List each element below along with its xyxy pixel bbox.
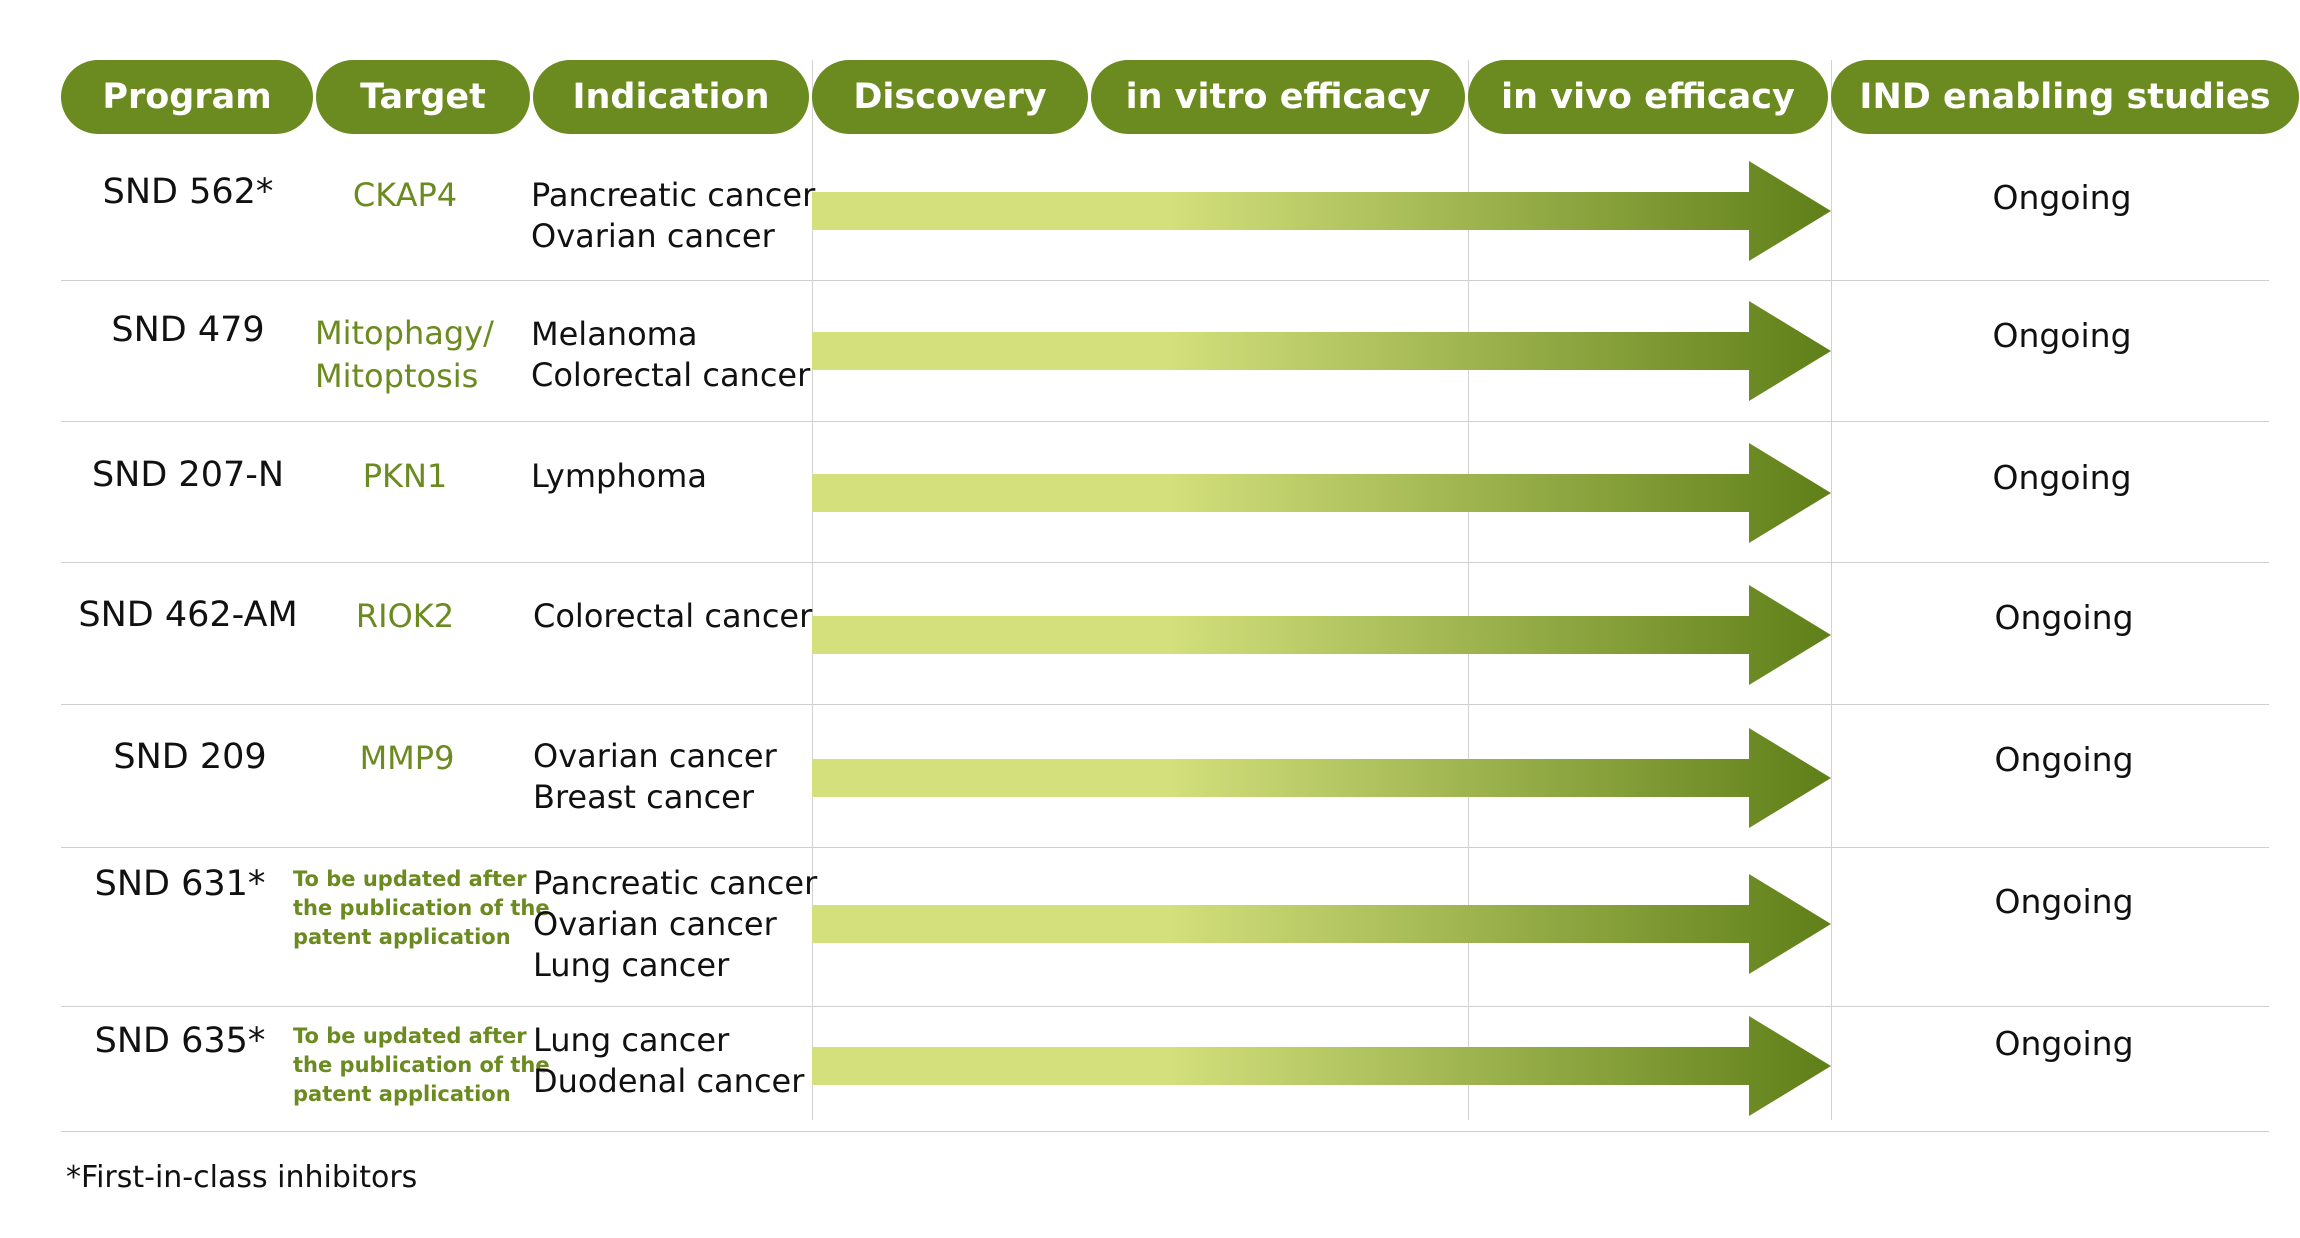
progress-arrow	[812, 874, 1831, 974]
stage-divider-in-vivo	[1468, 60, 1469, 1120]
progress-arrow	[812, 1016, 1831, 1116]
row-divider	[61, 1006, 2269, 1007]
program-name: SND 479	[111, 310, 265, 350]
header-in-vivo: in vivo efficacy	[1468, 60, 1828, 134]
header-ind-enabling: IND enabling studies	[1831, 60, 2299, 134]
target-name: Mitophagy/Mitoptosis	[315, 314, 494, 395]
stage-divider-ind	[1831, 60, 1832, 1120]
progress-arrow	[812, 728, 1831, 828]
header-target: Target	[316, 60, 530, 134]
progress-arrow	[812, 301, 1831, 401]
program-name: SND 207-N	[91, 455, 285, 495]
status-label: Ongoing	[1994, 882, 2134, 921]
header-discovery: Discovery	[812, 60, 1088, 134]
header-program: Program	[61, 60, 313, 134]
progress-arrow	[812, 585, 1831, 685]
status-label: Ongoing	[1992, 178, 2132, 217]
target-name: MMP9	[359, 739, 455, 777]
target-name: RIOK2	[355, 597, 455, 635]
row-divider	[61, 280, 2269, 281]
header-indication: Indication	[533, 60, 809, 134]
indication-list: Lymphoma	[531, 457, 707, 495]
program-name: SND 462-AM	[78, 595, 298, 635]
progress-arrow	[812, 161, 1831, 261]
stage-divider-discovery	[812, 60, 813, 1120]
status-label: Ongoing	[1994, 1024, 2134, 1063]
row-divider	[61, 1131, 2269, 1132]
row-divider	[61, 847, 2269, 848]
footnote: *First-in-class inhibitors	[66, 1160, 418, 1195]
status-label: Ongoing	[1994, 598, 2134, 637]
progress-arrow	[812, 443, 1831, 543]
status-label: Ongoing	[1994, 740, 2134, 779]
target-name: CKAP4	[352, 176, 458, 214]
row-divider	[61, 704, 2269, 705]
row-divider	[61, 562, 2269, 563]
program-name: SND 562*	[102, 172, 274, 212]
program-name: SND 635*	[94, 1021, 266, 1061]
row-divider	[61, 421, 2269, 422]
status-label: Ongoing	[1992, 458, 2132, 497]
program-name: SND 631*	[94, 864, 266, 904]
program-name: SND 209	[113, 737, 267, 777]
indication-list: Colorectal cancer	[533, 597, 813, 635]
status-label: Ongoing	[1992, 316, 2132, 355]
header-in-vitro: in vitro efficacy	[1091, 60, 1465, 134]
target-name: PKN1	[362, 457, 448, 495]
